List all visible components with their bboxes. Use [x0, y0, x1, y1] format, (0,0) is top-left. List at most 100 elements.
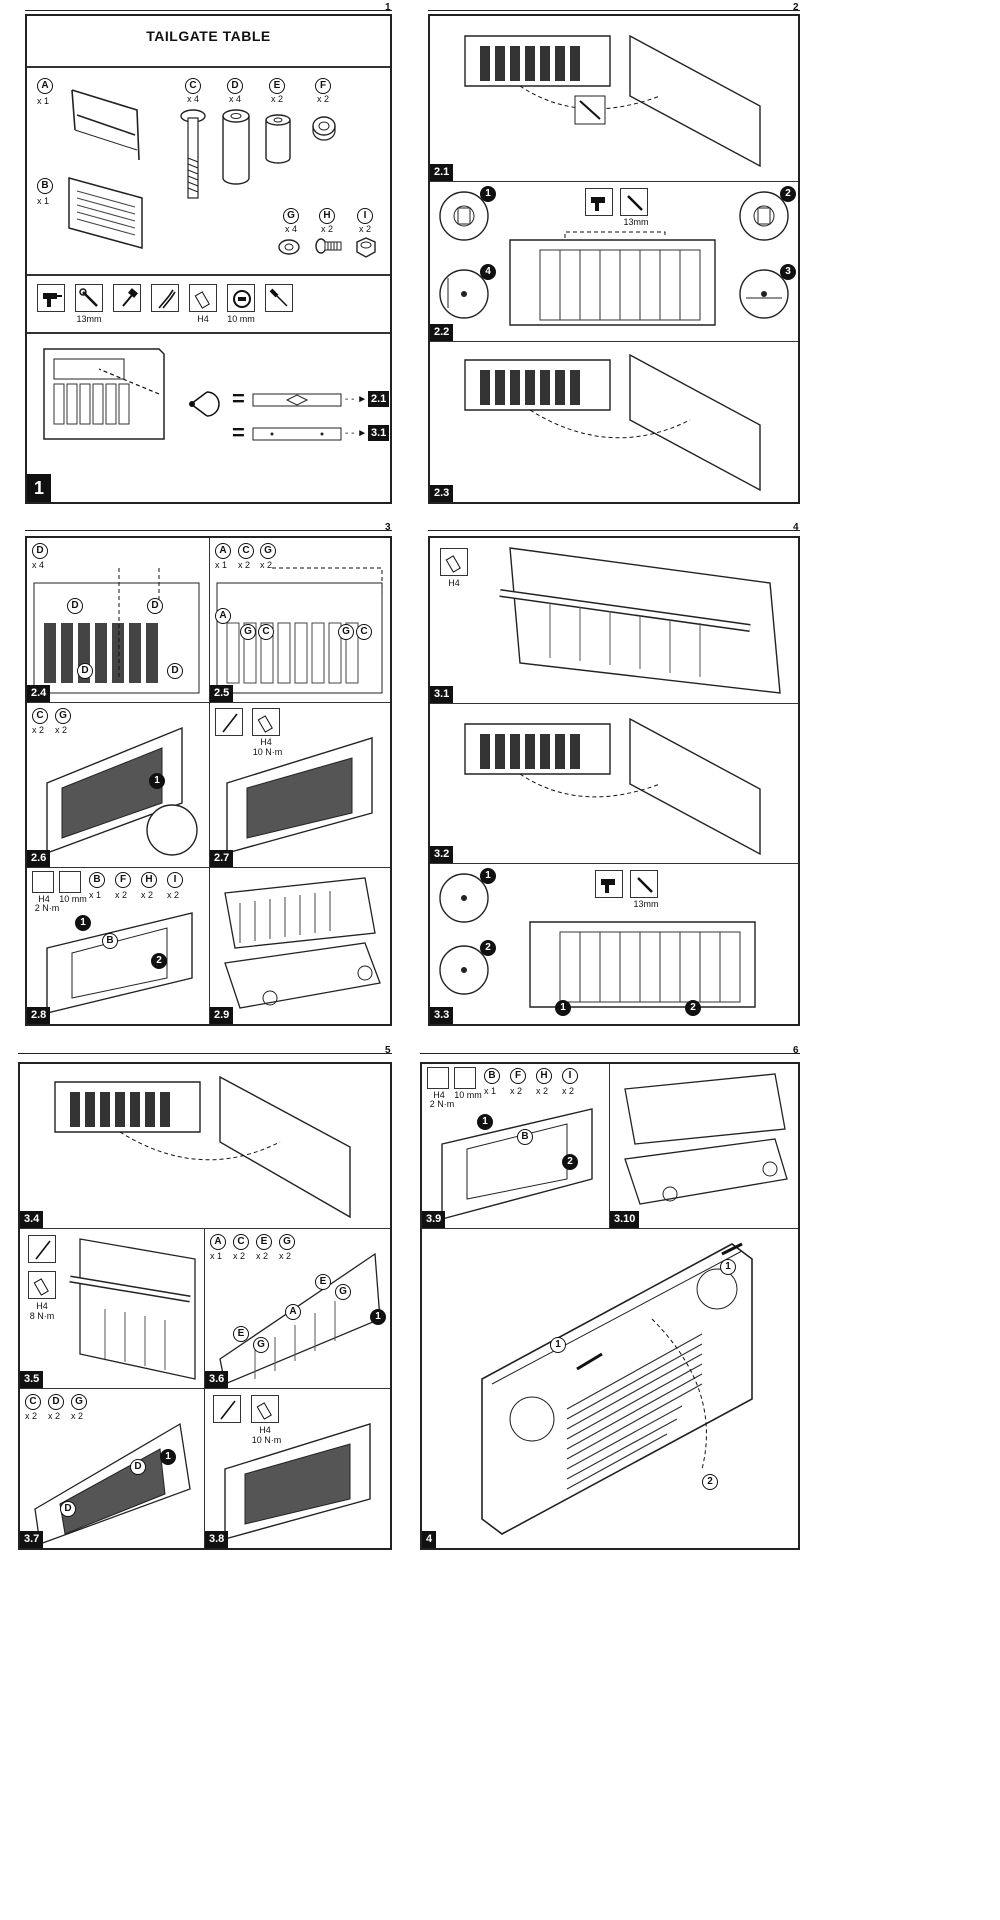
- goto-step-2-1[interactable]: 2.1: [368, 391, 390, 407]
- tailgate-reinstall-image: [54, 1075, 351, 1219]
- part-f-letter: F: [315, 78, 331, 94]
- step-number: 3.9: [422, 1211, 446, 1228]
- wrench-icon: [630, 870, 658, 898]
- part-c-letter: C: [238, 543, 254, 559]
- step-number: 3.8: [205, 1531, 229, 1548]
- part-g-qty: x 2: [71, 1411, 84, 1421]
- step-4-panel: 1 1 2 4: [422, 1229, 798, 1548]
- page-number-1: 1: [385, 2, 391, 13]
- part-g-callout: G: [335, 1284, 351, 1300]
- step-3-1-panel: H4 3.1: [430, 538, 798, 704]
- step-number: 2.4: [27, 685, 51, 702]
- callout-2: 2: [480, 940, 496, 956]
- step-3-2-panel: 3.2: [430, 704, 798, 864]
- step-number: 2.5: [210, 685, 234, 702]
- part-c-bolt-image: [180, 109, 206, 199]
- step-number: 3.3: [430, 1007, 454, 1024]
- part-f-letter: F: [510, 1068, 526, 1084]
- torque-label: 10 N·m: [252, 747, 283, 757]
- tailgate-angled-image: [46, 912, 193, 1014]
- step-3-10-panel: 3.10: [610, 1064, 798, 1229]
- part-h-screw-image: [315, 238, 342, 254]
- page-5: 3.4 H4 8 N·m 3.5 A x 1 C x 2 E x 2 G x 2…: [18, 1062, 392, 1550]
- hex-bit-icon: [251, 1395, 279, 1423]
- page-number-3: 3: [385, 522, 391, 533]
- callout-1: 1: [149, 773, 165, 789]
- parts-list: A x 1 B x 1 C x 4 D x 4 E x 2: [27, 68, 390, 273]
- tailgate-angled-image: [224, 1423, 371, 1540]
- hex-bit-icon: [28, 1271, 56, 1299]
- part-g-callout: G: [240, 624, 256, 640]
- tailgate-angled-image: [34, 1422, 191, 1545]
- torque-label: 2 N·m: [34, 903, 60, 913]
- part-d-qty: x 4: [32, 560, 45, 570]
- part-g-qty: x 2: [260, 560, 273, 570]
- part-c-callout: C: [356, 624, 372, 640]
- step-number: 2.8: [27, 1007, 51, 1024]
- step-3-3-panel: 13mm 1 2 1 2 3.3: [430, 864, 798, 1024]
- socket-icon: [227, 284, 255, 312]
- detail-circle-2: [439, 945, 489, 995]
- hex-bit-icon: [32, 871, 54, 893]
- part-g-callout: G: [253, 1337, 269, 1353]
- drill-icon: [585, 188, 613, 216]
- callout-1: 1: [550, 1337, 566, 1353]
- wrench-size: 13mm: [633, 899, 659, 909]
- part-c-letter: C: [233, 1234, 249, 1250]
- part-g-qty: x 4: [285, 224, 298, 234]
- part-h-letter: H: [536, 1068, 552, 1084]
- callout-1: 1: [720, 1259, 736, 1275]
- step-2-1-panel: 2.1: [430, 16, 798, 182]
- step-number: 1: [27, 474, 52, 502]
- page-2: 2.1 13mm 1 2 4 3 2.2 2.3: [428, 14, 800, 504]
- drill-icon: [595, 870, 623, 898]
- detail-circle: [146, 804, 198, 856]
- page-number-6: 6: [793, 1045, 799, 1056]
- tailgate-angled-image: [226, 737, 373, 854]
- part-g-callout: G: [338, 624, 354, 640]
- part-e-letter: E: [269, 78, 285, 94]
- part-d-letter: D: [48, 1394, 64, 1410]
- part-a-qty: x 1: [37, 96, 50, 106]
- page-title: TAILGATE TABLE: [146, 28, 271, 44]
- part-e-callout: E: [233, 1326, 249, 1342]
- hex-bit-icon: [427, 1067, 449, 1089]
- tool-label-h4: H4: [197, 314, 209, 324]
- detail-circle-4: [439, 269, 489, 319]
- part-f-washer-image: [312, 116, 336, 141]
- step-number: 3.5: [20, 1371, 44, 1388]
- part-c-letter: C: [25, 1394, 41, 1410]
- step-number: 3.1: [430, 686, 454, 703]
- callout-2: 2: [780, 186, 796, 202]
- tailgate-reinstall-image: [464, 353, 761, 492]
- part-d-callout: D: [67, 598, 83, 614]
- part-i-letter: I: [167, 872, 183, 888]
- part-g-letter: G: [279, 1234, 295, 1250]
- wrench-icon: [620, 188, 648, 216]
- detail-circle-2: [739, 191, 789, 241]
- part-g-letter: G: [71, 1394, 87, 1410]
- table-deployed-image: [224, 877, 381, 1009]
- hex-bit-icon: [252, 708, 280, 736]
- detail-circle-1: [439, 873, 489, 923]
- part-h-letter: H: [141, 872, 157, 888]
- part-e-letter: E: [256, 1234, 272, 1250]
- tailgate-angled-image: [46, 726, 183, 855]
- part-b-panel-image: [68, 177, 143, 249]
- tailgate-bar-image: [69, 1238, 196, 1380]
- equals-sign: =: [232, 386, 245, 411]
- arrow-right-icon: - - ►: [345, 428, 368, 439]
- goto-step-3-1[interactable]: 3.1: [368, 425, 390, 441]
- bar-profile-b-image: [252, 427, 342, 441]
- tool-label-10mm: 10 mm: [227, 314, 255, 324]
- divider: [27, 332, 390, 334]
- part-a-callout: A: [285, 1304, 301, 1320]
- page-5-header-line: [18, 1053, 392, 1054]
- part-f-qty: x 2: [317, 94, 330, 104]
- tailgate-bar-image: [499, 547, 781, 694]
- part-h-qty: x 2: [141, 890, 154, 900]
- part-e-spacer-image: [265, 114, 291, 164]
- part-e-callout: E: [315, 1274, 331, 1290]
- step-2-9-panel: 2.9: [210, 868, 390, 1024]
- part-g-letter: G: [260, 543, 276, 559]
